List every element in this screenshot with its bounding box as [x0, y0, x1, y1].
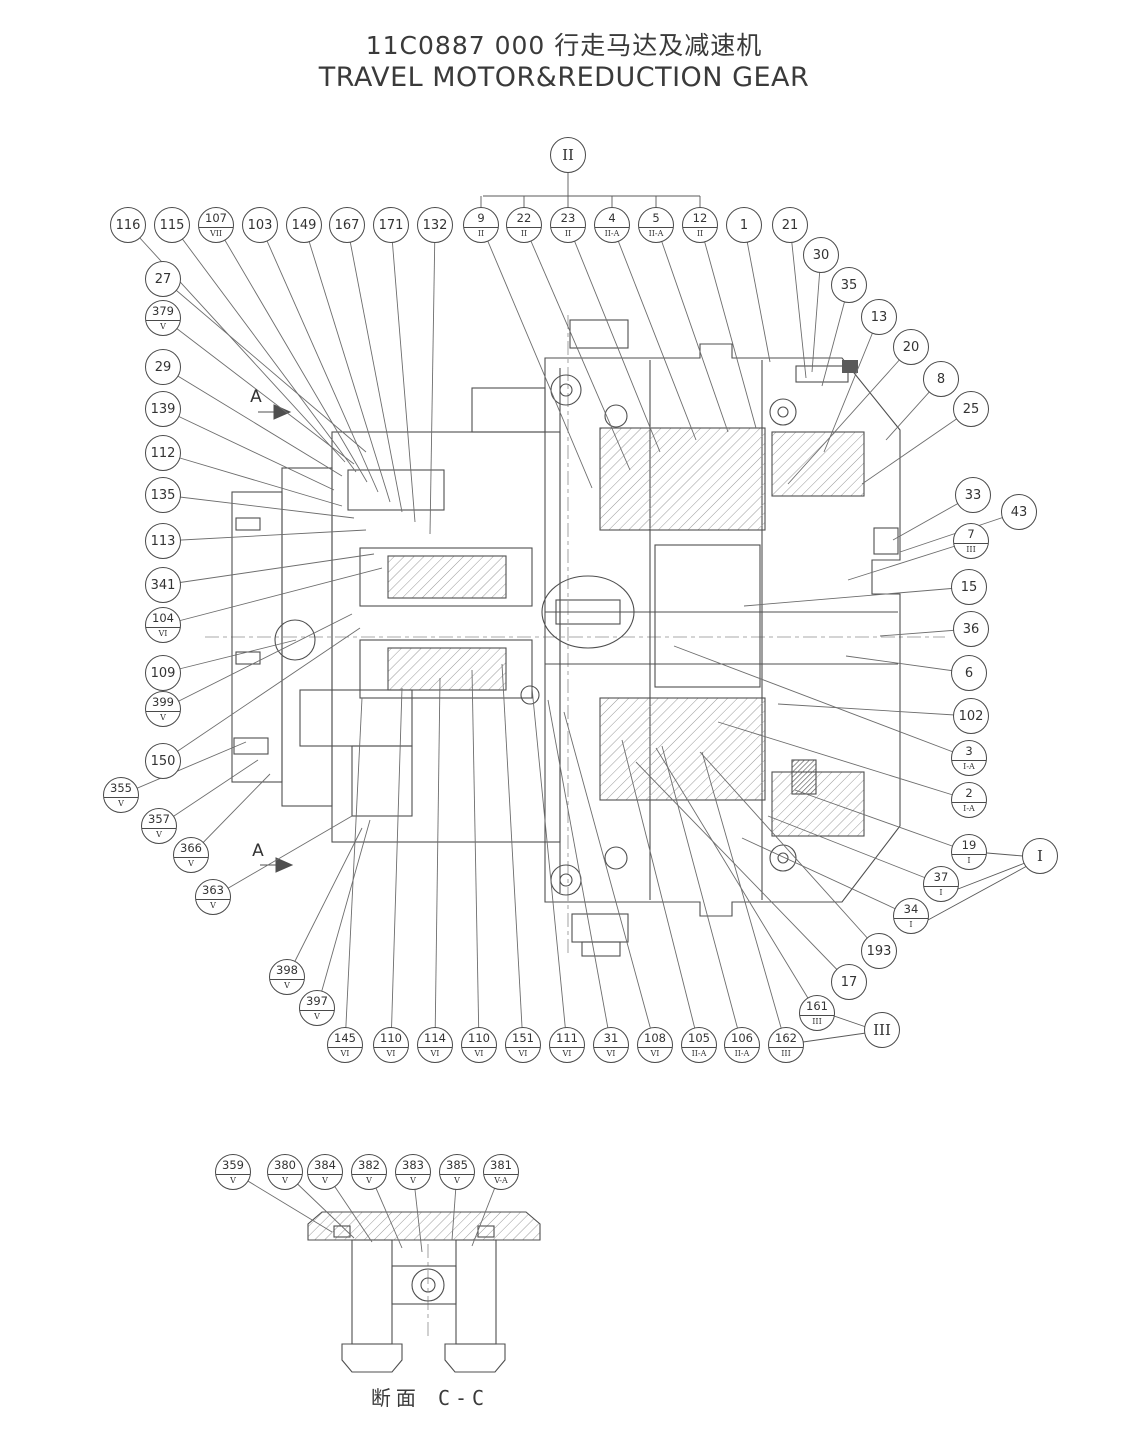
balloon-112: 112	[145, 435, 181, 471]
balloon-II: II	[550, 137, 586, 173]
balloon-21: 21	[772, 207, 808, 243]
balloon-167: 167	[329, 207, 365, 243]
balloon-35: 35	[831, 267, 867, 303]
title-english: TRAVEL MOTOR&REDUCTION GEAR	[318, 62, 810, 93]
balloon-13: 13	[861, 299, 897, 335]
section-marker-a: A	[250, 387, 262, 407]
balloon-15: 15	[951, 569, 987, 605]
balloon-139: 139	[145, 391, 181, 427]
section-a-arrows	[258, 404, 294, 873]
balloon-33: 33	[955, 477, 991, 513]
balloon-27: 27	[145, 261, 181, 297]
centerlines	[205, 315, 945, 1338]
balloon-135: 135	[145, 477, 181, 513]
balloon-6: 6	[951, 655, 987, 691]
balloon-I: I	[1022, 838, 1058, 874]
balloon-25: 25	[953, 391, 989, 427]
balloon-193: 193	[861, 933, 897, 969]
balloon-17: 17	[831, 964, 867, 1000]
balloon-36: 36	[953, 611, 989, 647]
balloon-150: 150	[145, 743, 181, 779]
section-caption: 断面 C-C	[370, 1386, 490, 1410]
balloon-113: 113	[145, 523, 181, 559]
balloon-341: 341	[145, 567, 181, 603]
balloon-29: 29	[145, 349, 181, 385]
reference-brackets	[480, 172, 1028, 1043]
main-assembly-outline	[231, 319, 901, 957]
balloon-116: 116	[110, 207, 146, 243]
title-chinese: 11C0887 000 行走马达及减速机	[365, 31, 763, 60]
balloon-8: 8	[923, 361, 959, 397]
balloon-43: 43	[1001, 494, 1037, 530]
balloon-30: 30	[803, 237, 839, 273]
balloon-171: 171	[373, 207, 409, 243]
section-marker-a: A	[252, 841, 264, 861]
balloon-115: 115	[154, 207, 190, 243]
balloon-109: 109	[145, 655, 181, 691]
balloon-132: 132	[417, 207, 453, 243]
balloon-103: 103	[242, 207, 278, 243]
leader-lines	[120, 224, 1020, 1253]
balloon-1: 1	[726, 207, 762, 243]
balloon-III: III	[864, 1012, 900, 1048]
balloon-102: 102	[953, 698, 989, 734]
balloon-20: 20	[893, 329, 929, 365]
balloon-149: 149	[286, 207, 322, 243]
